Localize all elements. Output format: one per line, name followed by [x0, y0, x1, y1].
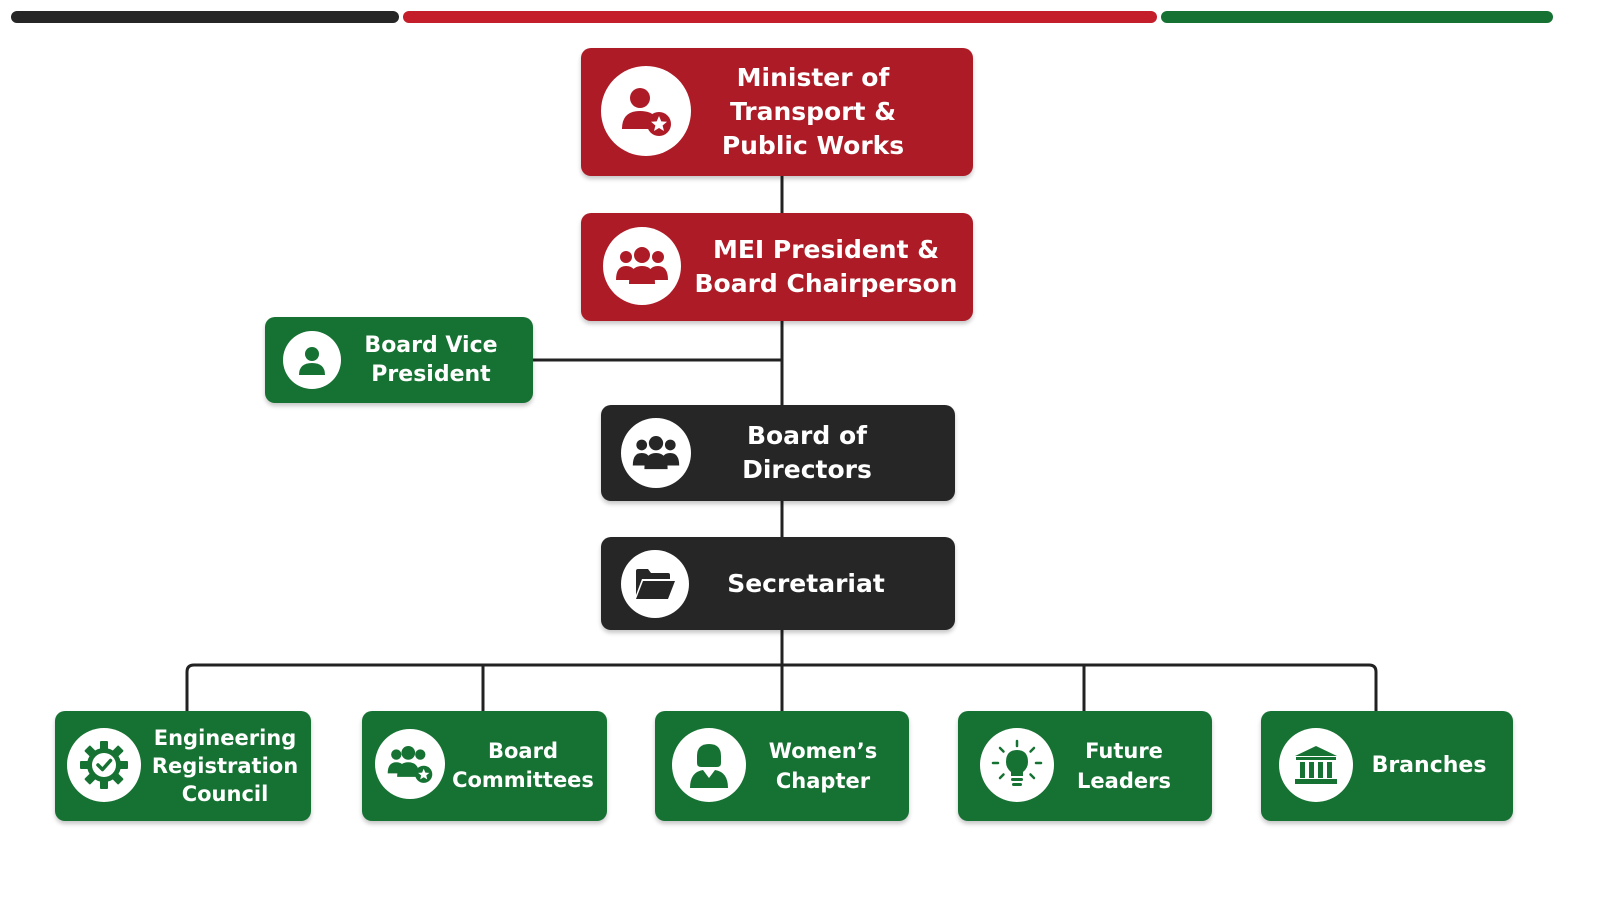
node-board-of-directors-label: Board of Directors [742, 421, 872, 484]
node-president: MEI President & Board Chairperson [581, 213, 973, 321]
node-womens-chapter: Women’s Chapter [655, 711, 909, 821]
group-icon [603, 227, 681, 305]
node-board-of-directors: Board of Directors [601, 405, 955, 501]
node-secretariat-label: Secretariat [727, 568, 885, 598]
node-minister-label: Minister of Transport & Public Works [721, 63, 905, 160]
group-star-icon [375, 729, 445, 799]
node-board-committees: Board Committees [362, 711, 607, 821]
node-vice-president-label: Board Vice President [364, 333, 498, 387]
top-bar-green [1161, 11, 1553, 23]
top-bar-red [403, 11, 1157, 23]
node-board-committees-label: Board Committees [452, 739, 594, 792]
node-president-label: MEI President & Board Chairperson [694, 235, 958, 298]
node-future-leaders: Future Leaders [958, 711, 1212, 821]
gear-check-icon [67, 728, 141, 802]
folder-open-icon [621, 550, 689, 618]
node-vice-president: Board Vice President [265, 317, 533, 403]
node-minister: Minister of Transport & Public Works [581, 48, 973, 176]
node-engineering-registration-council: Engineering Registration Council [55, 711, 311, 821]
node-branches-label: Branches [1371, 753, 1487, 778]
person-star-icon [601, 66, 691, 156]
node-engineering-registration-council-label: Engineering Registration Council [151, 726, 299, 806]
group-icon [621, 418, 691, 488]
node-secretariat: Secretariat [601, 537, 955, 630]
lightbulb-icon [980, 728, 1054, 802]
node-future-leaders-label: Future Leaders [1077, 739, 1171, 793]
node-branches: Branches [1261, 711, 1513, 821]
institution-icon [1279, 728, 1353, 802]
node-womens-chapter-label: Women’s Chapter [768, 739, 878, 793]
woman-icon [672, 728, 746, 802]
top-bar-black [11, 11, 399, 23]
person-icon [283, 331, 341, 389]
